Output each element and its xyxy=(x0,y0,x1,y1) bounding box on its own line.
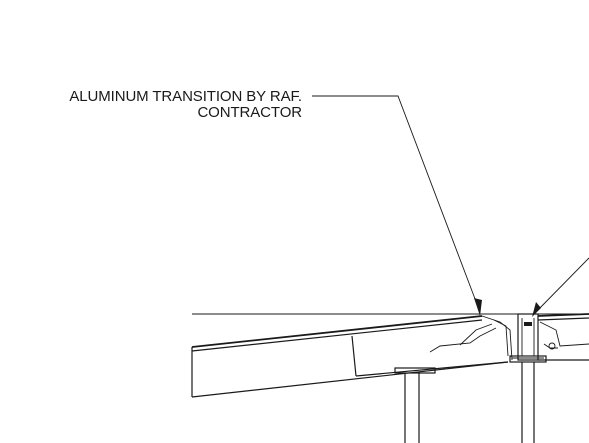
callout-label-line-2: CONTRACTOR xyxy=(197,104,302,121)
leader-line-transition xyxy=(312,95,482,316)
callout-label: ALUMINUM TRANSITION BY RAF. CONTRACTOR xyxy=(0,89,302,121)
support-post-right xyxy=(521,362,535,443)
right-deck xyxy=(537,313,589,361)
callout-label-line-1: ALUMINUM TRANSITION BY RAF. xyxy=(69,88,302,105)
sloped-member xyxy=(191,315,509,398)
expansion-joint xyxy=(509,313,547,363)
aluminum-transition xyxy=(351,315,513,377)
leader-line-right xyxy=(532,257,589,317)
support-post-left xyxy=(394,367,436,443)
